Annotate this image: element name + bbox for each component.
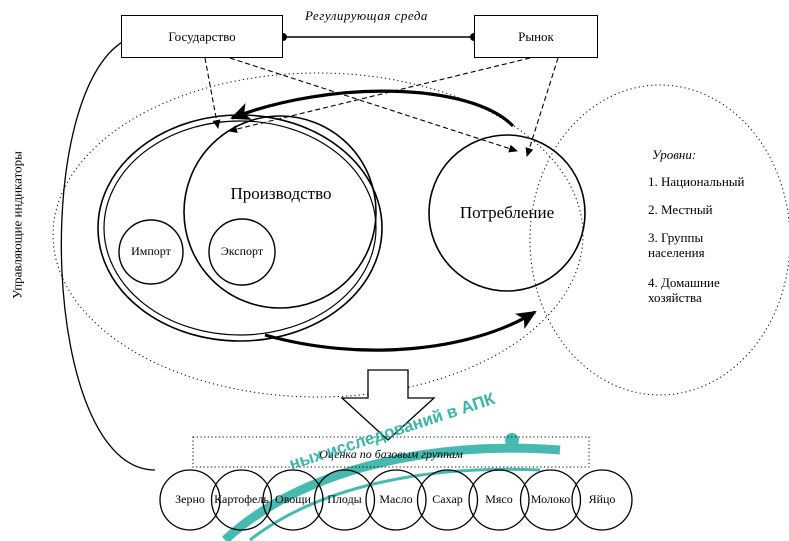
feedback-arrow-top: [230, 89, 515, 128]
level-item: 4. Домашние хозяйства: [648, 275, 720, 305]
level-item: 1. Национальный: [648, 174, 745, 189]
production-label: Производство: [230, 184, 332, 204]
group-label: Плоды: [327, 492, 362, 507]
flow-arrow-bottom: [264, 310, 537, 352]
state-box: Государство: [121, 15, 283, 58]
group-circle: [159, 469, 221, 531]
group-circle: [468, 469, 530, 531]
market-label: Рынок: [518, 28, 554, 44]
group-circle: [571, 469, 633, 531]
export-label: Экспорт: [220, 244, 264, 259]
group-circle: [519, 469, 582, 531]
production-outer-ellipse: [97, 114, 383, 342]
state-label: Государство: [168, 28, 236, 44]
production-circle: [183, 115, 377, 309]
production-inner-ellipse: [103, 120, 377, 336]
import-circle: [118, 219, 184, 285]
consumption-circle: [428, 134, 586, 292]
group-label: Яйцо: [588, 492, 616, 507]
group-label: Картофель: [214, 492, 269, 507]
group-label: Овощи: [275, 492, 311, 507]
group-label: Молоко: [530, 492, 571, 507]
control-indicators-label: Управляющие индикаторы: [9, 151, 25, 299]
group-label: Мясо: [485, 492, 513, 507]
import-label: Импорт: [131, 244, 171, 259]
group-circle: [313, 469, 376, 531]
level-item: 2. Местный: [648, 202, 713, 217]
market-box: Рынок: [474, 15, 598, 58]
group-circles: [159, 469, 633, 531]
group-label: Масло: [379, 492, 413, 507]
system-boundary-ellipse: [52, 72, 584, 398]
group-label: Зерно: [175, 492, 205, 507]
group-circle: [365, 469, 427, 531]
environment-label: Регулирующая среда: [305, 8, 428, 23]
levels-title: Уровни:: [652, 147, 697, 162]
export-circle: [208, 218, 276, 286]
evaluation-box: [192, 436, 590, 468]
group-circle: [416, 469, 479, 531]
group-circle: [262, 469, 324, 531]
group-circle: [210, 469, 273, 531]
group-label: Сахар: [432, 492, 463, 507]
down-block-arrow: [340, 369, 436, 441]
control-indicators-arrow: [60, 37, 156, 471]
levels-dotted-ellipse: [529, 84, 789, 396]
evaluation-label: Оценка по базовым группам: [319, 447, 463, 462]
consumption-label: Потребление: [459, 203, 555, 223]
influence-arrows: [204, 57, 559, 157]
level-item: 3. Группы населения: [648, 230, 705, 260]
